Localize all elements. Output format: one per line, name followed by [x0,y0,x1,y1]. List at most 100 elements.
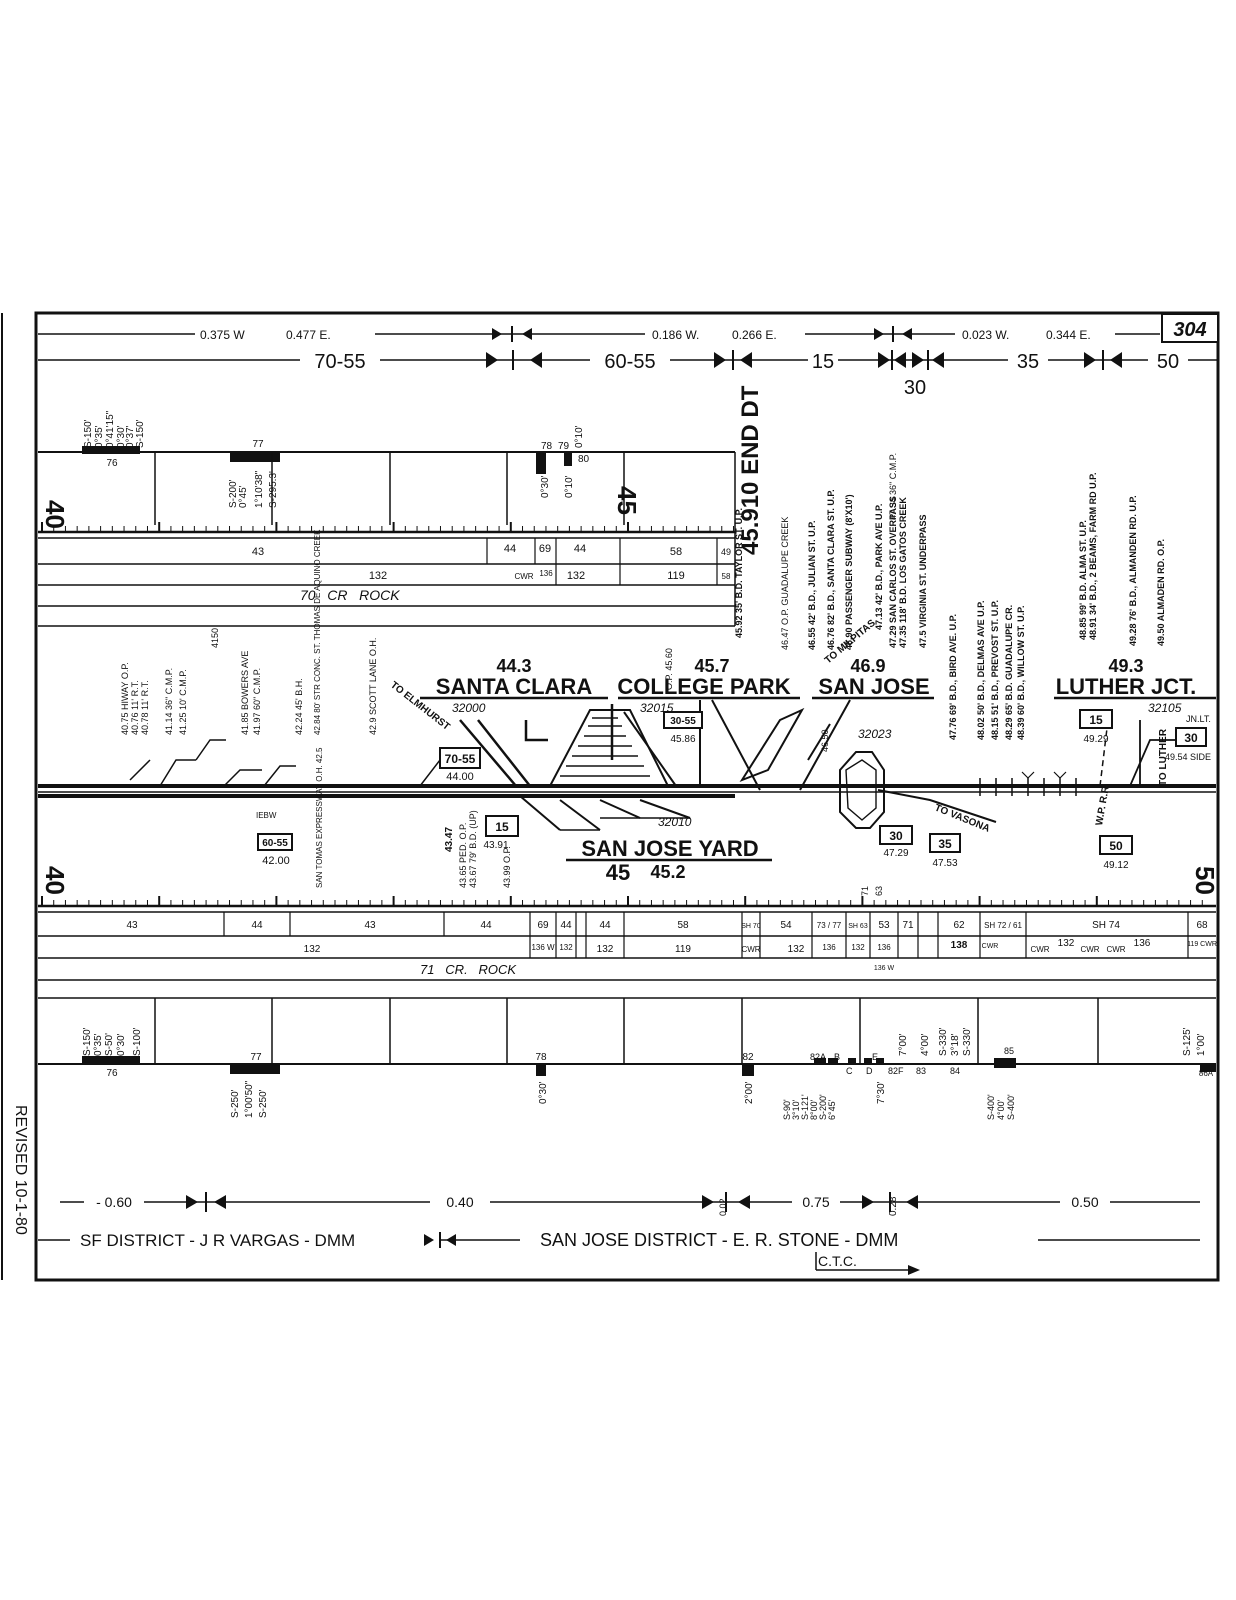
curve-number: B [834,1052,840,1062]
curve-label: 0°41'15" [105,410,116,448]
curve-label: 0°10' [564,475,575,498]
branch-wp-rr: W.P. R.R. [1094,782,1112,826]
speed-sign: 15 [495,820,509,834]
speed-sign: 60-55 [262,838,288,849]
station-name: COLLEGE PARK [617,674,790,699]
curve-label: S-330' [938,1027,949,1056]
yard-mp: 45.2 [650,862,685,882]
feature-label: 41.85 BOWERS AVE [240,651,250,735]
curve-label: 4°00' [996,1099,1006,1120]
alignment-grid-bottom [38,998,1216,1065]
feature-label: 48.91 34' B.D., 2 BEAMS, FARM RD U.P. [1088,472,1098,640]
feature-label: 41.25 10' C.M.P. [178,669,188,735]
rail-weight: 58 [677,920,689,931]
curve-label: 8°00' [809,1099,819,1120]
feature-label: 42.9 SCOTT LANE O.H. [368,638,378,735]
curve-number: 76 [106,458,118,469]
speed-sign: 30-55 [670,716,696,727]
misc-label: 63 [874,886,884,896]
feature-label: 47.5 VIRGINIA ST. UNDERPASS [918,514,928,648]
misc-label: 43.47 [444,827,455,852]
curve-label: 4°00' [920,1033,931,1056]
curve-number: 82A [810,1052,826,1062]
rail-weight: 69 [537,920,549,931]
yard-milepost: 45 [606,860,630,885]
speed-sign: 35 [938,837,952,851]
misc-label: O.P. 45.60 [664,648,674,690]
curve-label: 6°45' [827,1099,837,1120]
tie-type: 136 [822,943,836,952]
track-schematic [38,699,1216,831]
curve-number: 77 [250,1052,262,1063]
speed-limit: 50 [1157,351,1179,373]
tie-type: 132 [1058,938,1075,949]
rail-weight: 44 [574,543,586,555]
tie-type: 136 W [874,965,895,972]
curve-label: 3°18' [950,1033,961,1056]
station-mp: 46.9 [850,656,885,676]
features-left: 40.75 HIWAY O.P. 40.76 11' R.T. 40.78 11… [120,529,378,735]
tie-type: 119 [675,944,691,955]
feature-label: 42.84 80' STR CONC. ST. THOMAS DE AQUINO… [313,529,322,735]
curve-label: 0°30' [540,475,551,498]
tie-type: 132 [567,570,585,582]
tie-type: 132 [788,944,805,955]
rail-weight: 44 [504,543,516,555]
curve-number: 79 [558,441,570,452]
san-jose-yard: SAN JOSE YARD 45.2 45 32010 [566,815,772,885]
station-mp: 44.3 [496,656,531,676]
feature-label: 48.39 60' B.D., WILLOW ST. U.P. [1016,605,1026,740]
features-right: 45.92 35' B.D. TAYLOR ST. U.P. 46.47 O.P… [734,453,1166,740]
curve-number: 86A [1199,1069,1214,1078]
curve-label: S-200' [228,479,239,508]
distance-label: 0.375 W [200,328,245,342]
misc-label: 46.50 [820,729,830,752]
curve-number: 84 [950,1066,960,1076]
curve-label: 7°00' [898,1033,909,1056]
tie-type: 132 [369,570,387,582]
feature-label: 46.76 82' B.D., SANTA CLARA ST. U.P. [826,489,836,650]
rail-weight: 44 [480,920,492,931]
rail-weight: 44 [599,920,611,931]
curve-label: S-100' [132,1027,143,1056]
feature-label: 47.29 SAN CARLOS ST. OVERPASS [888,496,898,648]
tie-type: CWR [1030,945,1049,954]
curve-number: 80 [578,454,590,465]
feature-label: 40.75 HIWAY O.P. [120,662,130,735]
curve-label: 0°10' [574,425,585,448]
curve-label: 0°35' [93,1033,104,1056]
curve-number: 76 [106,1068,118,1079]
stations: 44.3 SANTA CLARA 32000 45.7 COLLEGE PARK… [420,656,1216,741]
rail-weight: 43 [364,920,376,931]
junction-light: JN.LT. [1186,714,1211,724]
tie-type: 119 [667,570,685,582]
feature-label: 46.55 42' B.D., JULIAN ST. U.P. [807,520,817,650]
tie-type: CWR [514,572,533,581]
branch-luther: TO LUTHER [1158,728,1169,786]
curve-number: E [872,1052,878,1062]
curve-label: S-250' [258,1089,269,1118]
speed-limit: 35 [1017,351,1039,373]
curve-number: 83 [916,1066,926,1076]
feature-label: 48.29 65' B.D. GUADALUPE CR. [1004,605,1014,740]
yard-name: SAN JOSE YARD [581,836,758,861]
tie-type: 136 [877,943,891,952]
milepost-scale-top: 40 45 45.910 END DT [38,385,764,555]
rail-weight: 73 / 77 [817,921,842,930]
misc-label: IEBW [256,811,277,820]
curve-label: 0°30' [538,1081,549,1104]
curve-number: 82F [888,1066,904,1076]
rail-weight: 62 [953,920,965,931]
station-code: 32023 [858,727,892,741]
station-name: LUTHER JCT. [1056,674,1197,699]
curve-number: 82 [742,1052,754,1063]
page-number: 304 [1173,319,1206,341]
page-number-box [1161,313,1219,343]
feature-label: 49.28 76' B.D., ALMANDEN RD. U.P. [1128,495,1138,646]
tie-type: CWR [1106,945,1125,954]
curve-label: 0°37' [125,425,136,448]
rail-weight: 68 [1196,920,1208,931]
district-sj: SAN JOSE DISTRICT - E. R. STONE - DMM [540,1230,898,1250]
distance-label: 0.40 [446,1194,473,1210]
distance-label: 0.28 [888,1196,899,1216]
